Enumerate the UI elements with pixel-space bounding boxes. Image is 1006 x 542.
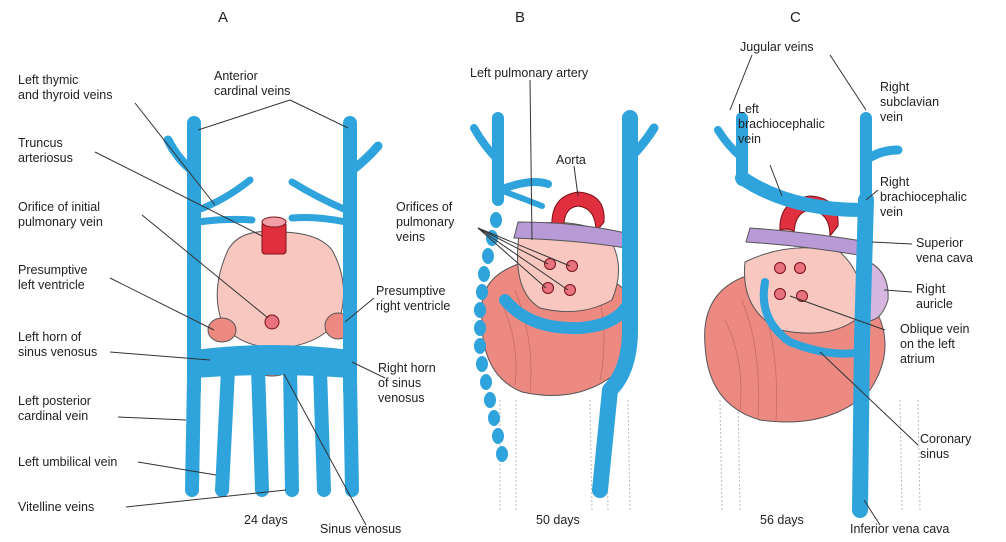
label-orifice-initial-pulmonary-vein: Orifice of initial pulmonary vein — [18, 200, 103, 230]
superior-vena-cava — [862, 200, 866, 340]
inferior-vena-cava — [860, 340, 862, 510]
right-umbilical-vein — [320, 370, 324, 490]
label-anterior-cardinal-veins: Anterior cardinal veins — [214, 69, 290, 99]
left-vitelline-vein — [258, 368, 262, 490]
label-superior-vena-cava: Superior vena cava — [916, 236, 973, 266]
panel-b-days: 50 days — [536, 513, 580, 527]
label-inferior-vena-cava: Inferior vena cava — [850, 522, 949, 537]
label-right-subclavian-vein: Right subclavian vein — [880, 80, 939, 125]
right-posterior-cardinal-vein — [350, 378, 352, 490]
label-right-brachiocephalic-vein: Right brachiocephalic vein — [880, 175, 967, 220]
panel-a-letter: A — [218, 9, 228, 26]
panel-a-days: 24 days — [244, 513, 288, 527]
label-sinus-venosus: Sinus venosus — [320, 522, 401, 537]
left-umbilical-vein — [222, 370, 228, 490]
label-coronary-sinus: Coronary sinus — [920, 432, 971, 462]
label-left-pulmonary-artery: Left pulmonary artery — [470, 66, 588, 81]
panel-c-days: 56 days — [760, 513, 804, 527]
label-right-horn-sinus-venosus: Right horn of sinus venosus — [378, 361, 436, 406]
truncus-opening — [262, 217, 286, 227]
label-left-brachiocephalic-vein: Left brachiocephalic vein — [738, 102, 825, 147]
panel-b-artwork — [474, 80, 654, 510]
label-left-posterior-cardinal-vein: Left posterior cardinal vein — [18, 394, 91, 424]
presumptive-left-ventricle — [208, 318, 236, 342]
label-truncus-arteriosus: Truncus arteriosus — [18, 136, 73, 166]
label-jugular-veins: Jugular veins — [740, 40, 814, 55]
label-presumptive-left-ventricle: Presumptive left ventricle — [18, 263, 87, 293]
left-brachiocephalic-vein — [742, 178, 862, 210]
left-thymic-thyroid-vein — [198, 180, 250, 210]
panel-a-artwork — [95, 100, 385, 525]
label-presumptive-right-ventricle: Presumptive right ventricle — [376, 284, 450, 314]
panel-b-letter: B — [515, 9, 525, 26]
panel-c-letter: C — [790, 9, 801, 26]
label-left-horn-sinus-venosus: Left horn of sinus venosus — [18, 330, 97, 360]
label-left-thymic-thyroid-veins: Left thymic and thyroid veins — [18, 73, 113, 103]
label-oblique-vein-left-atrium: Oblique vein on the left atrium — [900, 322, 970, 367]
label-orifices-pulmonary-veins: Orifices of pulmonary veins — [396, 200, 454, 245]
label-left-umbilical-vein: Left umbilical vein — [18, 455, 117, 470]
right-thymic-thyroid-vein — [292, 182, 346, 210]
label-aorta: Aorta — [556, 153, 586, 168]
label-vitelline-veins: Vitelline veins — [18, 500, 94, 515]
label-right-auricle: Right auricle — [916, 282, 953, 312]
